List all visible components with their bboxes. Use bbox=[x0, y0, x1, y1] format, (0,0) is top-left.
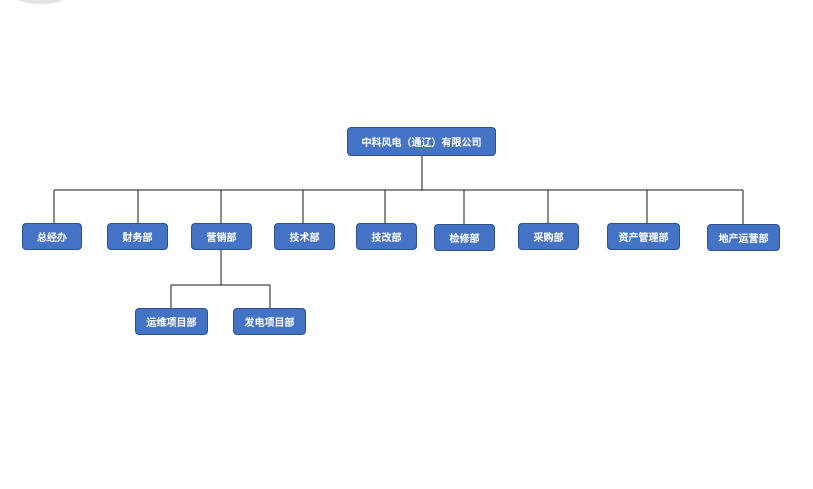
department-label: 技改部 bbox=[371, 233, 402, 244]
department-node-maintenance[interactable]: 检修部 bbox=[434, 224, 495, 251]
department-label: 采购部 bbox=[533, 233, 564, 244]
org-root-node[interactable]: 中科风电（通辽）有限公司 bbox=[347, 127, 496, 156]
department-node-marketing[interactable]: 营销部 bbox=[191, 223, 252, 250]
department-label: 检修部 bbox=[449, 234, 480, 245]
department-label: 总经办 bbox=[37, 233, 67, 244]
department-label: 资产管理部 bbox=[618, 233, 669, 244]
subunit-node-power-projects[interactable]: 发电项目部 bbox=[233, 308, 306, 335]
department-label: 财务部 bbox=[122, 233, 153, 244]
department-node-finance[interactable]: 财务部 bbox=[107, 223, 168, 250]
department-node-tech-renovation[interactable]: 技改部 bbox=[356, 223, 417, 250]
department-label: 营销部 bbox=[206, 233, 237, 244]
department-label: 技术部 bbox=[289, 233, 320, 244]
subunit-node-om-projects[interactable]: 运维项目部 bbox=[135, 308, 208, 335]
department-node-procurement[interactable]: 采购部 bbox=[518, 223, 579, 250]
subunit-label: 运维项目部 bbox=[146, 318, 197, 329]
department-node-technology[interactable]: 技术部 bbox=[274, 223, 335, 250]
department-label: 地产运营部 bbox=[718, 234, 769, 245]
org-root-label: 中科风电（通辽）有限公司 bbox=[361, 138, 482, 149]
corner-decoration bbox=[14, 0, 68, 4]
department-node-real-estate-operations[interactable]: 地产运营部 bbox=[707, 224, 780, 251]
department-node-asset-management[interactable]: 资产管理部 bbox=[607, 223, 680, 250]
subunit-label: 发电项目部 bbox=[244, 318, 295, 329]
department-node-general-office[interactable]: 总经办 bbox=[22, 223, 82, 250]
